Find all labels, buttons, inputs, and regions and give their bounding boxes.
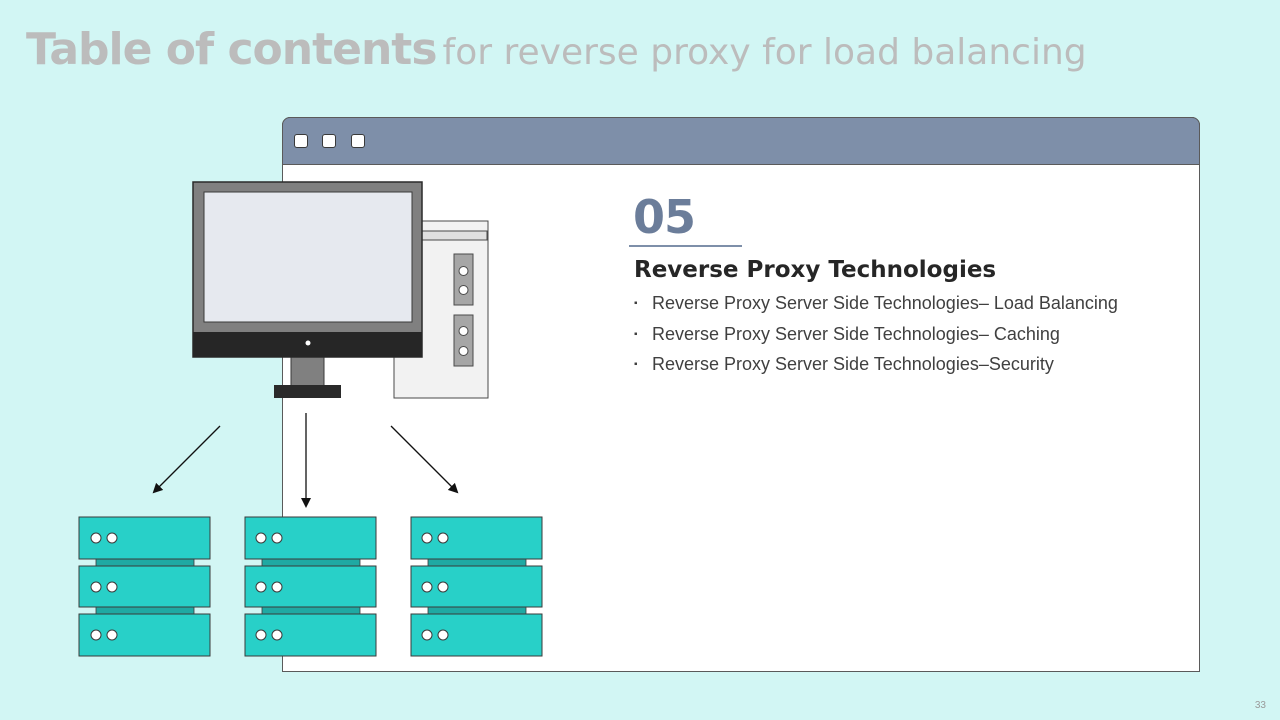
section-heading: Reverse Proxy Technologies <box>634 257 997 283</box>
list-item: ▪ Reverse Proxy Server Side Technologies… <box>634 293 1118 324</box>
list-item: ▪ Reverse Proxy Server Side Technologies… <box>634 324 1118 355</box>
arrow-icon <box>390 425 459 494</box>
window-button-3[interactable] <box>351 134 365 148</box>
section-number-underline <box>629 245 742 247</box>
window-button-2[interactable] <box>322 134 336 148</box>
title-light: for reverse proxy for load balancing <box>442 32 1087 73</box>
browser-titlebar <box>282 117 1200 165</box>
arrow-icon <box>152 425 221 494</box>
list-item-label: Reverse Proxy Server Side Technologies– … <box>652 293 1118 313</box>
title-bold: Table of contents <box>26 24 438 75</box>
window-button-1[interactable] <box>294 134 308 148</box>
server-rack-icon <box>244 516 377 657</box>
list-item-label: Reverse Proxy Server Side Technologies– … <box>652 323 1060 344</box>
section-number: 05 <box>633 190 696 244</box>
bullet-marker: ▪ <box>634 298 638 309</box>
page-number: 33 <box>1254 700 1266 711</box>
server-rack-icon <box>78 516 211 657</box>
list-item: ▪ Reverse Proxy Server Side Technologies… <box>634 354 1118 385</box>
server-rack-icon <box>410 516 543 657</box>
list-item-label: Reverse Proxy Server Side Technologies–S… <box>652 354 1054 374</box>
bullet-list: ▪ Reverse Proxy Server Side Technologies… <box>634 293 1118 385</box>
bullet-marker: ▪ <box>634 359 638 370</box>
desktop-monitor-icon <box>192 181 423 398</box>
bullet-marker: ▪ <box>634 328 638 340</box>
